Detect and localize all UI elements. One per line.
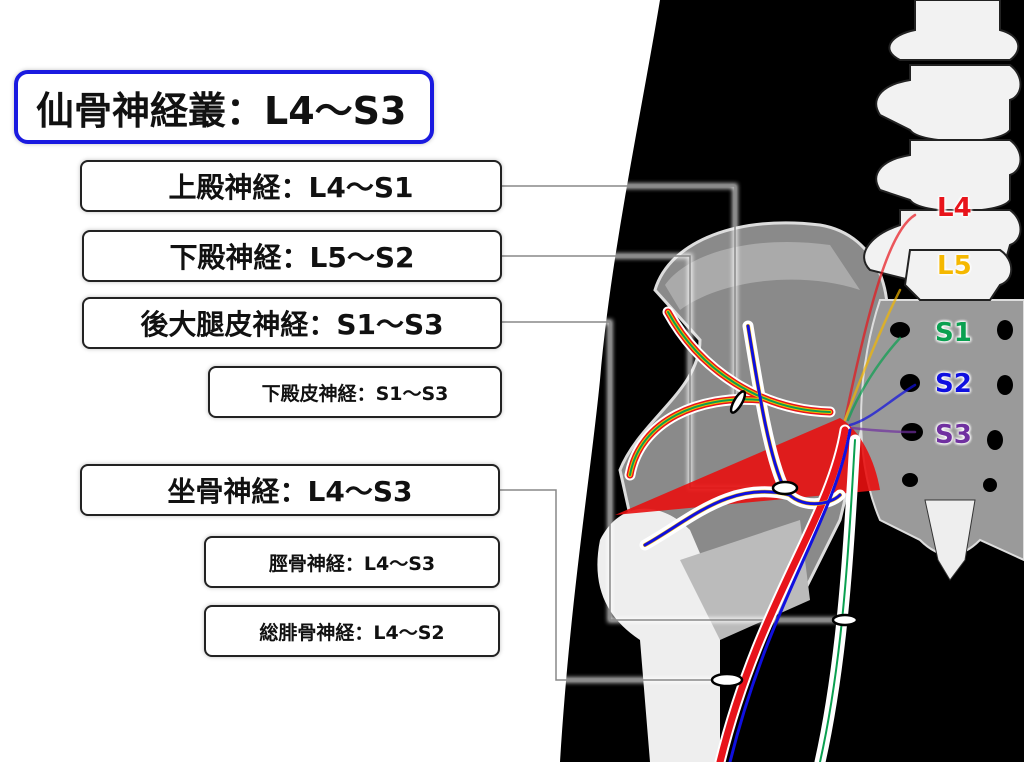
posterior-femoral-cutaneous-nerve-box: 後大腿皮神経：S1〜S3 — [82, 297, 502, 349]
nerve-label: 脛骨神経：L4〜S3 — [268, 552, 436, 575]
piriformis-muscle — [615, 418, 880, 515]
coccyx-bone — [924, 499, 976, 581]
nerve-markers — [710, 390, 859, 688]
level-label-s2: S2 — [935, 369, 972, 399]
level-label-l4: L4 — [937, 193, 972, 223]
sacrum-bone — [860, 299, 1024, 562]
ilium-highlight — [665, 241, 860, 310]
superior-gluteal-nerve-box: 上殿神経：L4〜S1 — [80, 160, 502, 212]
common-peroneal-nerve-box: 総腓骨神経：L4〜S2 — [204, 605, 500, 657]
nerve-label: 上殿神経：L4〜S1 — [168, 171, 414, 204]
lumbar-vertebrae — [863, 0, 1022, 301]
nerve-label: 下殿皮神経：S1〜S3 — [261, 382, 449, 405]
nerves — [624, 213, 917, 762]
nerve-label: 総腓骨神経：L4〜S2 — [259, 621, 445, 644]
level-label-s3: S3 — [935, 420, 972, 450]
level-label-l5: L5 — [937, 251, 972, 281]
nerve-label: 下殿神経：L5〜S2 — [169, 241, 415, 274]
title-text: 仙骨神経叢：L4〜S3 — [36, 88, 407, 133]
nerve-label: 後大腿皮神経：S1〜S3 — [140, 308, 444, 341]
sacral-plexus-title: 仙骨神経叢：L4〜S3 — [14, 70, 434, 144]
inferior-gluteal-nerve-box: 下殿神経：L5〜S2 — [82, 230, 502, 282]
nerve-label: 坐骨神経：L4〜S3 — [167, 475, 413, 508]
inferior-cluneal-nerve-box: 下殿皮神経：S1〜S3 — [208, 366, 502, 418]
sciatic-nerve-box: 坐骨神経：L4〜S3 — [80, 464, 500, 516]
connector-lines — [500, 183, 845, 683]
tibial-nerve-box: 脛骨神経：L4〜S3 — [204, 536, 500, 588]
level-label-s1: S1 — [935, 318, 972, 348]
